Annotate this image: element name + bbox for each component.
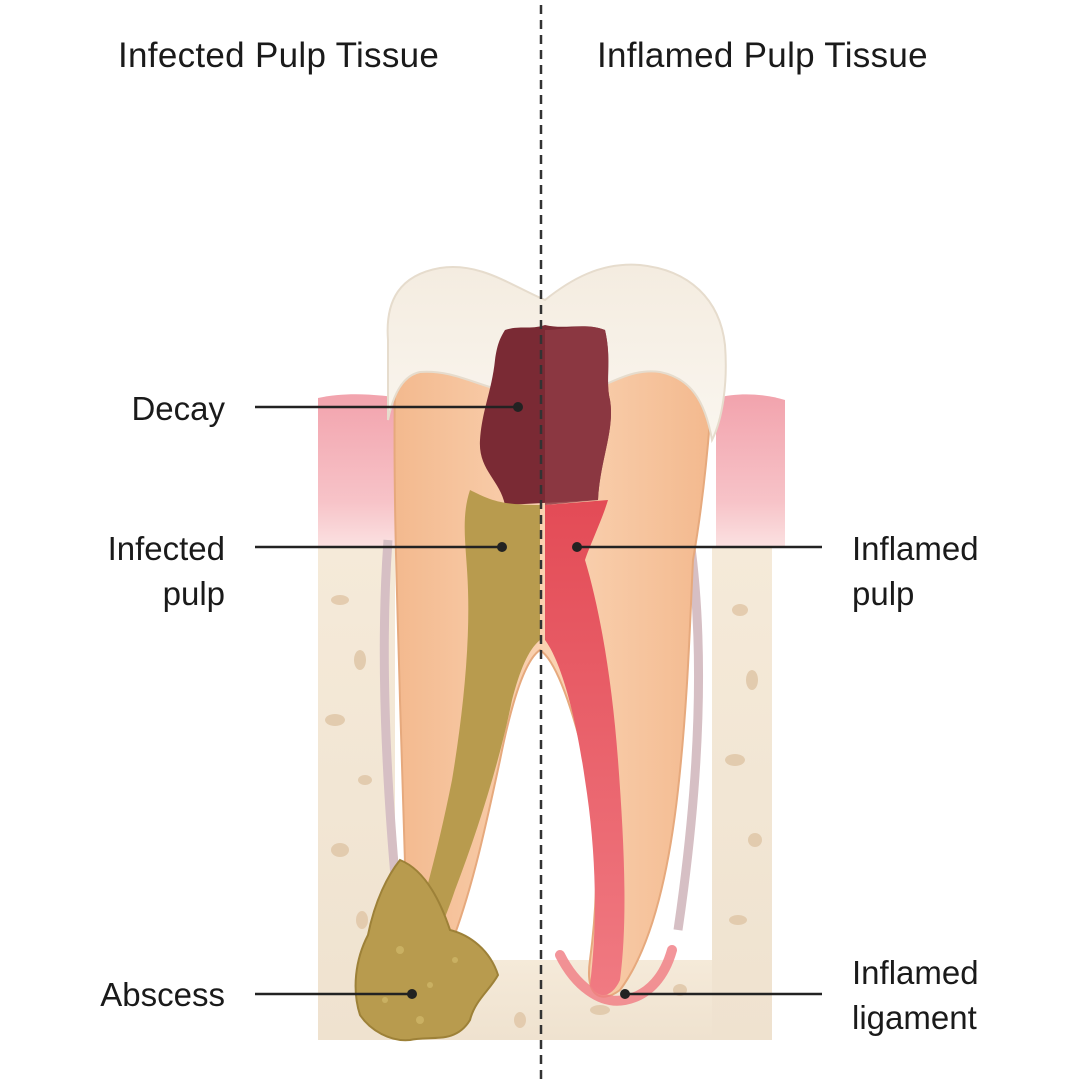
inflamed-pulp-label: Inflamed pulp <box>852 526 979 616</box>
inflamed-ligament-region <box>555 945 677 1006</box>
inflamed-pulp-label-line1: Inflamed <box>852 530 979 567</box>
inflamed-pulp-canal <box>545 500 625 996</box>
infected-pulp-label-line2: pulp <box>162 575 225 612</box>
inflamed-ligament-label-line1: Inflamed <box>852 954 979 991</box>
infected-pulp-canal <box>405 490 540 965</box>
leader-dots <box>407 402 630 999</box>
infected-pulp-label: Infected pulp <box>108 526 225 616</box>
inflamed-ligament-label-line2: ligament <box>852 999 977 1036</box>
infected-side-title: Infected Pulp Tissue <box>118 36 440 75</box>
abscess-label: Abscess <box>100 976 225 1013</box>
inflamed-side-title: Inflamed Pulp Tissue <box>597 36 928 75</box>
gum-tissue <box>318 394 785 548</box>
inflamed-pulp-label-line2: pulp <box>852 575 915 612</box>
infected-pulp-label-line1: Infected <box>107 530 225 567</box>
leader-lines <box>255 405 822 996</box>
bone-tissue <box>318 548 772 1040</box>
inflamed-ligament-label: Inflamed ligament <box>852 950 979 1040</box>
decay-label: Decay <box>131 390 225 427</box>
